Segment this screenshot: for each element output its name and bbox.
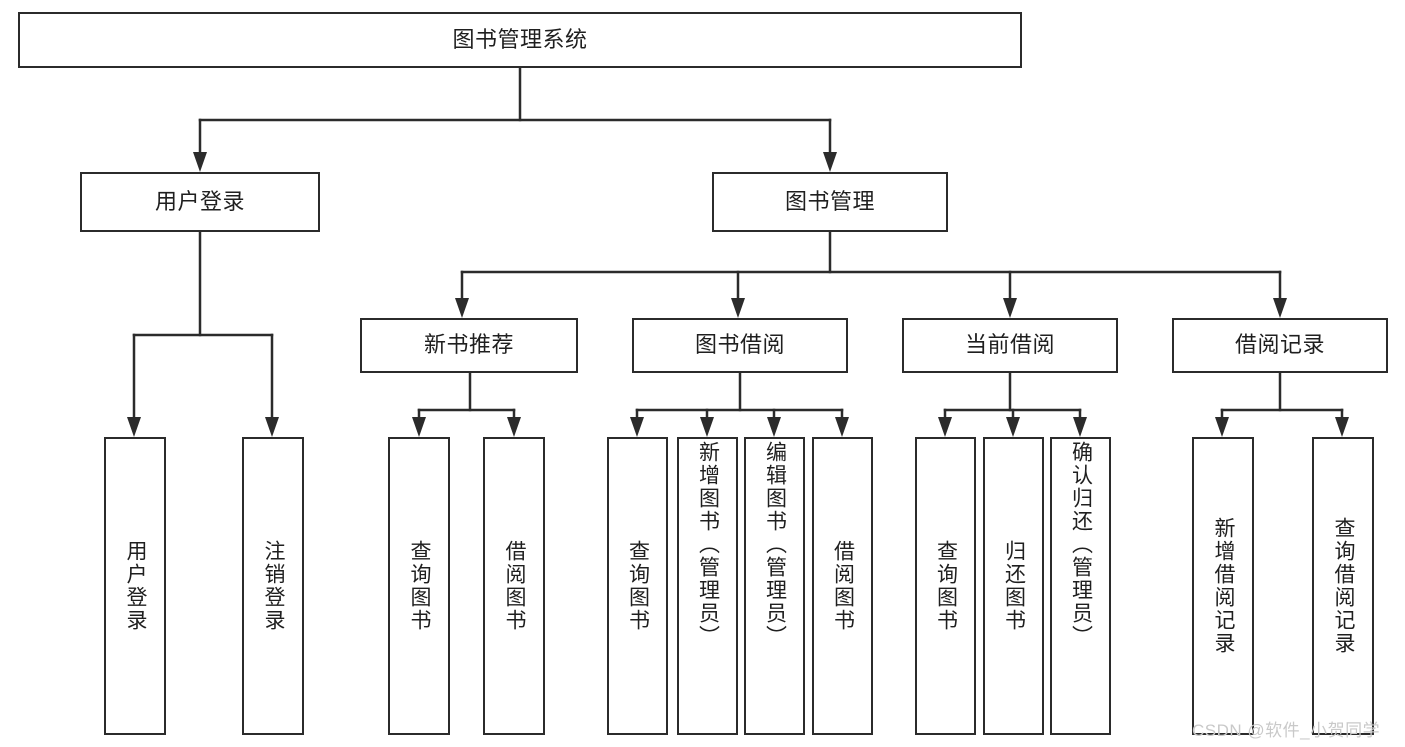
node-leaf-edit-book-admin[interactable]: 编辑图书（管理员） [744,437,805,735]
node-label-leaf-query-book-current: 查询图书 [934,540,958,632]
node-root[interactable]: 图书管理系统 [18,12,1022,68]
node-leaf-add-borrow-record[interactable]: 新增借阅记录 [1192,437,1254,735]
node-label-borrow-record: 借阅记录 [1234,332,1325,358]
node-leaf-query-book-rec[interactable]: 查询图书 [388,437,450,735]
node-label-leaf-borrow-book: 借阅图书 [831,540,855,632]
edge-userlogin-bus [127,230,279,437]
edge-bookborrow-bus [630,371,849,437]
node-label-current-borrow: 当前借阅 [964,332,1055,358]
node-label-leaf-add-book-admin: 新增图书（管理员） [696,441,720,648]
node-leaf-query-borrow-record[interactable]: 查询借阅记录 [1312,437,1374,735]
node-leaf-query-book-borrow[interactable]: 查询图书 [607,437,668,735]
node-label-book-management: 图书管理 [784,188,875,214]
node-label-leaf-query-book-rec: 查询图书 [408,540,432,632]
node-leaf-logout[interactable]: 注销登录 [242,437,304,735]
node-leaf-user-login[interactable]: 用户登录 [104,437,166,735]
node-new-book-recommend[interactable]: 新书推荐 [360,318,578,373]
node-leaf-return-book[interactable]: 归还图书 [983,437,1044,735]
node-leaf-query-book-current[interactable]: 查询图书 [915,437,976,735]
node-leaf-confirm-return-admin[interactable]: 确认归还（管理员） [1050,437,1111,735]
node-label-leaf-query-borrow-record: 查询借阅记录 [1332,517,1356,655]
node-current-borrow[interactable]: 当前借阅 [902,318,1118,373]
node-label-leaf-user-login: 用户登录 [124,540,148,632]
csdn-watermark: CSDN @软件_小贺同学 [1192,721,1381,740]
edge-currentborrow-bus [938,371,1087,437]
node-book-management[interactable]: 图书管理 [712,172,948,232]
node-leaf-add-book-admin[interactable]: 新增图书（管理员） [677,437,738,735]
node-book-borrow[interactable]: 图书借阅 [632,318,848,373]
node-label-leaf-query-book-borrow: 查询图书 [626,540,650,632]
edge-newbook-bus [412,371,521,437]
node-leaf-borrow-book-rec[interactable]: 借阅图书 [483,437,545,735]
node-label-leaf-logout: 注销登录 [262,540,286,632]
node-label-root: 图书管理系统 [452,26,588,52]
node-label-new-book-recommend: 新书推荐 [423,332,514,358]
node-label-leaf-add-borrow-record: 新增借阅记录 [1212,517,1236,655]
edge-bookmgmt-bus [455,230,1287,318]
node-label-leaf-return-book: 归还图书 [1002,540,1026,632]
node-label-leaf-confirm-return-admin: 确认归还（管理员） [1069,441,1093,648]
node-leaf-borrow-book[interactable]: 借阅图书 [812,437,873,735]
edge-root-bus [193,66,837,172]
node-label-book-borrow: 图书借阅 [694,332,785,358]
node-label-leaf-edit-book-admin: 编辑图书（管理员） [763,441,787,648]
edge-borrowrecord-bus [1215,371,1349,437]
node-borrow-record[interactable]: 借阅记录 [1172,318,1388,373]
node-user-login[interactable]: 用户登录 [80,172,320,232]
node-label-user-login: 用户登录 [154,188,245,214]
node-label-leaf-borrow-book-rec: 借阅图书 [503,540,527,632]
